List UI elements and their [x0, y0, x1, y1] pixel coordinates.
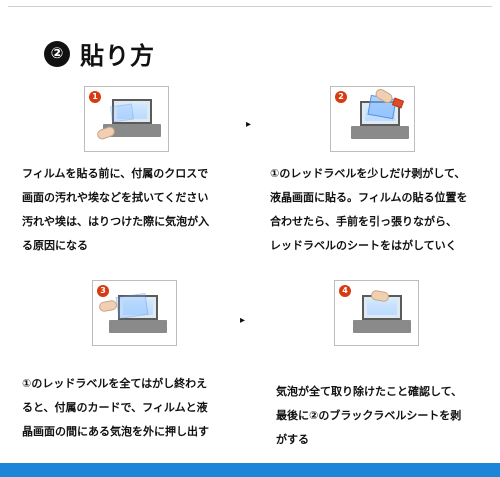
laptop-keyboard	[351, 126, 409, 139]
top-divider	[8, 6, 492, 7]
step-4-illustration: 4	[334, 280, 419, 346]
step-3-badge: 3	[97, 285, 109, 297]
laptop-icon	[109, 295, 167, 333]
screen-glass	[123, 300, 153, 315]
screen-glass	[367, 300, 397, 315]
bottom-accent-bar	[0, 463, 500, 477]
cleaning-cloth-icon	[109, 103, 135, 123]
header: ② 貼り方	[44, 36, 155, 71]
hand-icon	[95, 125, 117, 141]
next-arrow-icon: ▸	[240, 315, 246, 326]
step-3-text: ①のレッドラベルを全てはがし終わえ ると、付属のカードで、フィルムと液 晶画面の…	[22, 377, 209, 438]
step-2-illustration: 2	[330, 86, 415, 152]
step-1-illustration: 1	[84, 86, 169, 152]
step-number-badge: ②	[44, 40, 70, 67]
step-2-badge: 2	[335, 91, 347, 103]
step-4-badge: 4	[339, 285, 351, 297]
next-arrow-icon: ▸	[246, 119, 252, 130]
laptop-icon	[103, 99, 161, 137]
laptop-screen	[112, 99, 152, 124]
step-2-text: ①のレッドラベルを少しだけ剥がして、 液晶画面に貼る。フィルムの貼る位置を 合わ…	[270, 167, 468, 252]
screen-glass	[117, 104, 147, 119]
laptop-screen	[118, 295, 158, 320]
page-title: 貼り方	[80, 42, 155, 70]
protective-film-icon	[115, 293, 149, 319]
laptop-keyboard	[103, 124, 161, 137]
laptop-keyboard	[109, 320, 167, 333]
step-4-text: 気泡が全て取り除けたこと確認して、 最後に②のブラックラベルシートを剥 がする	[276, 385, 463, 446]
step-1-badge: 1	[89, 91, 101, 103]
step-3-illustration: 3	[92, 280, 177, 346]
step-1-text: フィルムを貼る前に、付属のクロスで 画面の汚れや埃などを拭いてください 汚れや埃…	[22, 167, 210, 252]
laptop-keyboard	[353, 320, 411, 333]
